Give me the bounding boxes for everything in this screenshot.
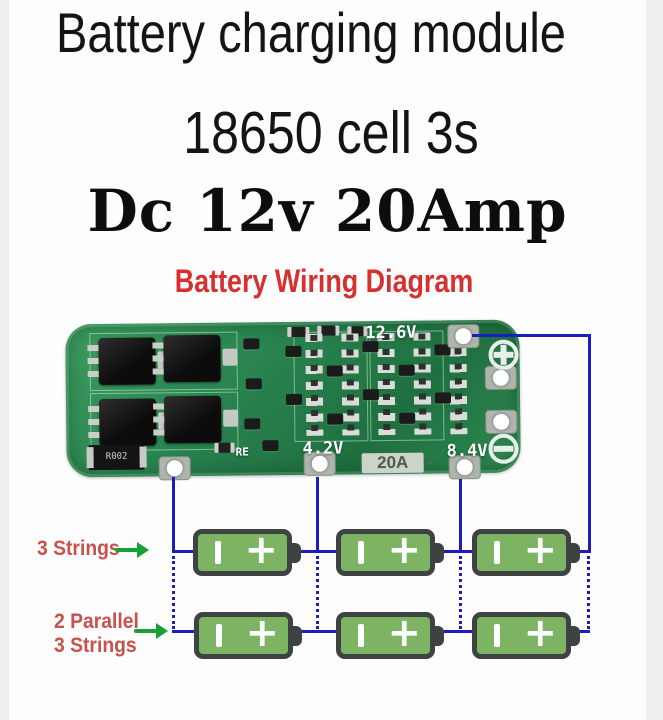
smd-transistor — [327, 413, 344, 425]
wire-segment — [299, 630, 337, 633]
page-title: Battery charging module — [56, 1, 566, 64]
bms-pcb-board: R002 12.6V 4.2V 8.4V RE 20A — [65, 319, 521, 481]
smd-transistor — [362, 389, 380, 401]
smd-transistor — [326, 365, 343, 377]
shunt-label: R002 — [105, 451, 128, 462]
smd-transistor — [285, 393, 303, 406]
wire-segment — [316, 477, 319, 553]
battery-minus-terminal — [494, 541, 500, 564]
battery-minus-terminal — [358, 624, 364, 647]
battery-plus-terminal: + — [387, 527, 421, 573]
mosfet — [163, 395, 222, 444]
resistor-array — [377, 332, 396, 436]
battery-minus-terminal — [215, 541, 221, 564]
wire-segment — [472, 334, 590, 337]
cross-screw-icon — [488, 339, 519, 370]
row-label-3-strings: 3 Strings — [54, 634, 137, 657]
parallel-wire-dotted — [587, 556, 590, 629]
smd-component — [214, 442, 235, 453]
battery-minus-terminal — [216, 624, 222, 647]
row-label-2-parallel: 2 Parallel — [54, 610, 139, 633]
wire-segment — [441, 630, 475, 633]
battery-plus-terminal: + — [523, 527, 557, 573]
smd-transistor — [399, 412, 416, 424]
mosfet — [98, 337, 156, 386]
voltage-label-4-2: 4.2V — [302, 438, 344, 459]
smd-transistor — [243, 338, 260, 350]
slot-screw-icon — [488, 433, 519, 464]
mosfet — [98, 398, 157, 447]
spec-title: Dc 12v 20Amp — [87, 177, 568, 245]
subtitle: 18650 cell 3s — [183, 100, 479, 166]
parallel-wire-dotted — [459, 556, 462, 629]
wire-segment — [588, 334, 591, 553]
battery-plus-terminal: + — [387, 610, 421, 656]
voltage-label-12-6: 12.6V — [365, 322, 417, 344]
battery-cell: + — [472, 610, 580, 659]
shunt-resistor: R002 — [88, 444, 145, 471]
smd-transistor — [434, 392, 452, 404]
green-arrow-icon — [115, 548, 138, 552]
resistor-array — [305, 333, 324, 436]
battery-cell: + — [336, 527, 444, 576]
battery-cell: + — [194, 610, 302, 659]
green-arrow-icon — [134, 629, 157, 633]
parallel-wire-dotted — [172, 556, 175, 629]
battery-cell: + — [472, 527, 580, 576]
battery-minus-terminal — [358, 541, 364, 564]
wire-segment — [459, 479, 462, 553]
smd-transistor — [285, 345, 302, 358]
re-connector-label: RE — [235, 445, 249, 459]
left-edge-strip — [0, 0, 9, 720]
voltage-label-8-4: 8.4V — [446, 440, 488, 462]
smd-transistor — [245, 378, 262, 390]
resistor-array — [413, 332, 432, 435]
right-edge-strip — [646, 0, 663, 720]
wire-segment — [172, 477, 175, 553]
wire-segment — [172, 630, 198, 633]
wire-segment — [172, 550, 196, 553]
wire-segment — [441, 550, 475, 553]
green-arrow-icon — [137, 542, 149, 558]
parallel-wire-dotted — [316, 556, 319, 629]
battery-plus-terminal: + — [523, 610, 557, 656]
battery-plus-terminal: + — [244, 527, 278, 573]
wire-segment — [577, 550, 591, 553]
smd-transistor — [398, 364, 415, 376]
diagram-title: Battery Wiring Diagram — [174, 263, 474, 299]
green-arrow-icon — [156, 623, 168, 639]
row-label-3-strings: 3 Strings — [37, 537, 120, 560]
battery-cell: + — [193, 527, 301, 576]
solder-pad — [485, 409, 518, 434]
mosfet — [163, 334, 221, 383]
battery-cell: + — [336, 610, 444, 659]
battery-minus-terminal — [494, 624, 500, 647]
smd-transistor — [244, 418, 261, 430]
battery-plus-terminal: + — [245, 610, 279, 656]
smd-transistor — [262, 440, 279, 452]
wire-segment — [299, 550, 337, 553]
resistor-array — [341, 333, 360, 436]
current-rating-badge: 20A — [361, 452, 424, 474]
